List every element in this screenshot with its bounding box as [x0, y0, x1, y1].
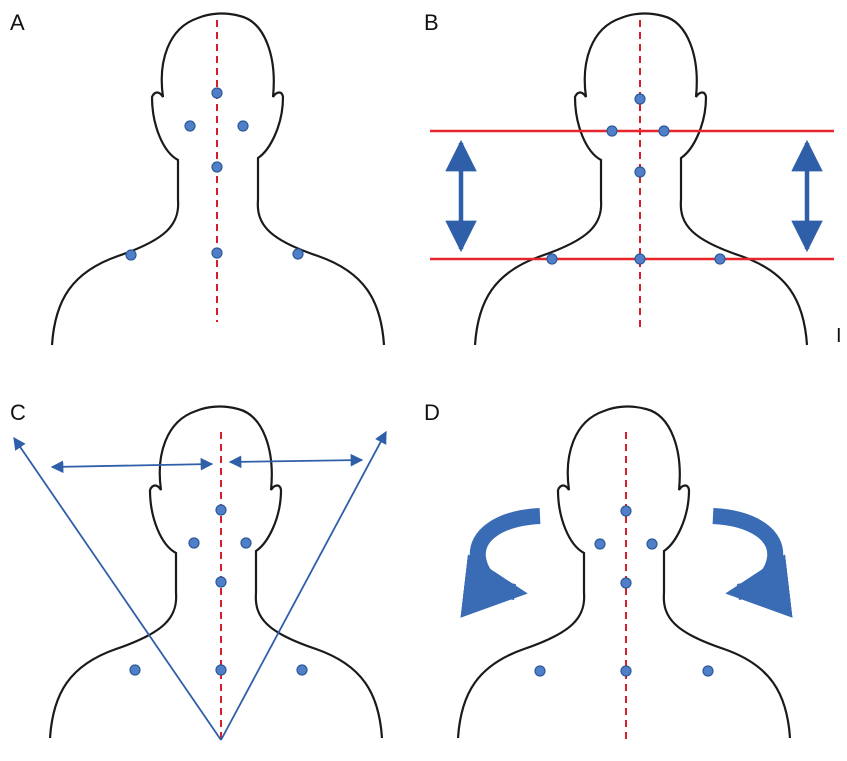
- marker-c7: [211, 247, 223, 259]
- rotation-arrow-left: [460, 508, 541, 618]
- head-silhouette: [50, 12, 386, 346]
- marker-occiput: [211, 87, 223, 99]
- marker-acromion-right: [292, 248, 304, 260]
- marker-acromion-left: [125, 249, 137, 261]
- panel-label-a: A: [10, 10, 25, 35]
- head-silhouette: [473, 12, 809, 346]
- marker-mastoid-left: [606, 125, 618, 137]
- marker-occiput: [215, 504, 227, 516]
- marker-c7: [215, 664, 227, 676]
- marker-cervical: [211, 161, 223, 173]
- marker-group: [129, 504, 308, 676]
- marker-acromion-left: [534, 665, 546, 677]
- span-arrow-left: [50, 457, 214, 474]
- panel-label-b: B: [424, 10, 439, 35]
- marker-acromion-left: [546, 253, 558, 265]
- head-silhouette: [48, 405, 384, 739]
- span-arrow-right: [228, 453, 364, 469]
- marker-mastoid-right: [646, 538, 658, 550]
- marker-mastoid-left: [594, 538, 606, 550]
- marker-mastoid-right: [237, 120, 249, 132]
- panel-label-d: D: [424, 400, 440, 425]
- marker-cervical: [215, 576, 227, 588]
- stray-mark: I: [836, 325, 842, 347]
- marker-occiput: [620, 505, 632, 517]
- panel-a: [50, 12, 386, 346]
- marker-cervical: [620, 577, 632, 589]
- marker-mastoid-left: [184, 120, 196, 132]
- marker-group: [534, 505, 714, 677]
- marker-group: [546, 93, 726, 265]
- panel-d: [456, 405, 793, 740]
- marker-acromion-left: [129, 664, 141, 676]
- marker-occiput: [634, 93, 646, 105]
- head-silhouette: [456, 405, 792, 739]
- marker-acromion-right: [296, 664, 308, 676]
- panel-b: [430, 12, 834, 346]
- marker-mastoid-right: [658, 125, 670, 137]
- panel-label-c: C: [10, 400, 26, 425]
- marker-acromion-right: [714, 253, 726, 265]
- marker-c7: [620, 665, 632, 677]
- marker-c7: [634, 253, 646, 265]
- range-line-left: [13, 436, 222, 741]
- marker-acromion-right: [702, 665, 714, 677]
- range-line-right: [220, 430, 387, 741]
- marker-cervical: [634, 166, 646, 178]
- marker-mastoid-right: [240, 537, 252, 549]
- marker-mastoid-left: [188, 537, 200, 549]
- panel-c: [13, 405, 387, 741]
- rotation-arrow-right: [712, 508, 793, 618]
- marker-group: [125, 87, 304, 261]
